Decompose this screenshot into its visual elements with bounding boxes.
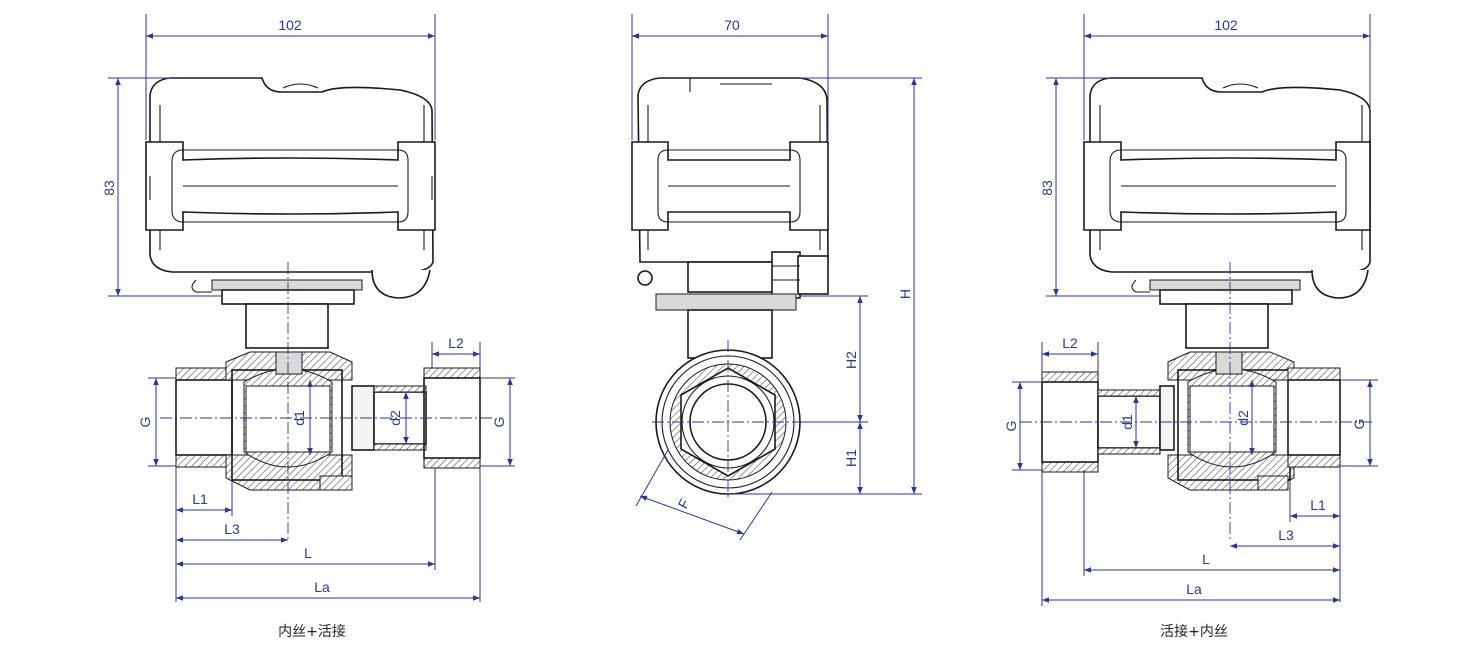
right-g-left-label: G [1003, 421, 1019, 432]
actuator-housing [145, 77, 436, 305]
middle-h-label: H [897, 289, 913, 299]
middle-view: 70 H H2 H1 F [631, 14, 922, 541]
actuator-housing-right [1083, 77, 1371, 305]
left-g-right-label: G [491, 417, 507, 428]
left-l3-label: L3 [224, 521, 240, 537]
right-l1-label: L1 [1310, 497, 1326, 513]
left-height-label: 83 [101, 180, 117, 196]
right-la-label: La [1186, 581, 1202, 597]
middle-f-label: F [675, 496, 693, 511]
middle-dimensions [631, 14, 922, 541]
right-view: 102 83 L2 G d1 d2 G L1 L3 L La 活接+内丝 [1003, 14, 1378, 640]
valve-neck [245, 303, 329, 349]
valve-body-right [1041, 351, 1341, 491]
left-la-label: La [314, 579, 330, 595]
left-g-left-label: G [137, 417, 153, 428]
right-height-label: 83 [1039, 180, 1055, 196]
left-l-label: L [304, 545, 312, 561]
left-view: 102 83 G d1 d2 G L2 L1 L3 L La 内丝+活接 [101, 14, 515, 640]
middle-h1-label: H1 [843, 449, 859, 467]
right-l3-label: L3 [1278, 527, 1294, 543]
right-l-label: L [1202, 551, 1210, 567]
left-d2-label: d2 [387, 410, 403, 426]
left-dimensions [108, 14, 515, 602]
middle-h2-label: H2 [843, 351, 859, 369]
left-width-label: 102 [278, 17, 302, 33]
right-d1-label: d1 [1119, 414, 1135, 430]
right-caption: 活接+内丝 [1160, 623, 1228, 640]
right-l2-label: L2 [1062, 335, 1078, 351]
left-l2-label: L2 [448, 335, 464, 351]
valve-body [175, 351, 481, 491]
right-width-label: 102 [1214, 17, 1238, 33]
valve-neck-right [1185, 303, 1269, 349]
right-dimensions [1012, 14, 1378, 606]
right-g-right-label: G [1351, 419, 1367, 430]
middle-width-label: 70 [724, 17, 740, 33]
left-l1-label: L1 [192, 491, 208, 507]
right-d2-label: d2 [1235, 410, 1251, 426]
left-caption: 内丝+活接 [278, 623, 346, 640]
left-d1-label: d1 [291, 410, 307, 426]
